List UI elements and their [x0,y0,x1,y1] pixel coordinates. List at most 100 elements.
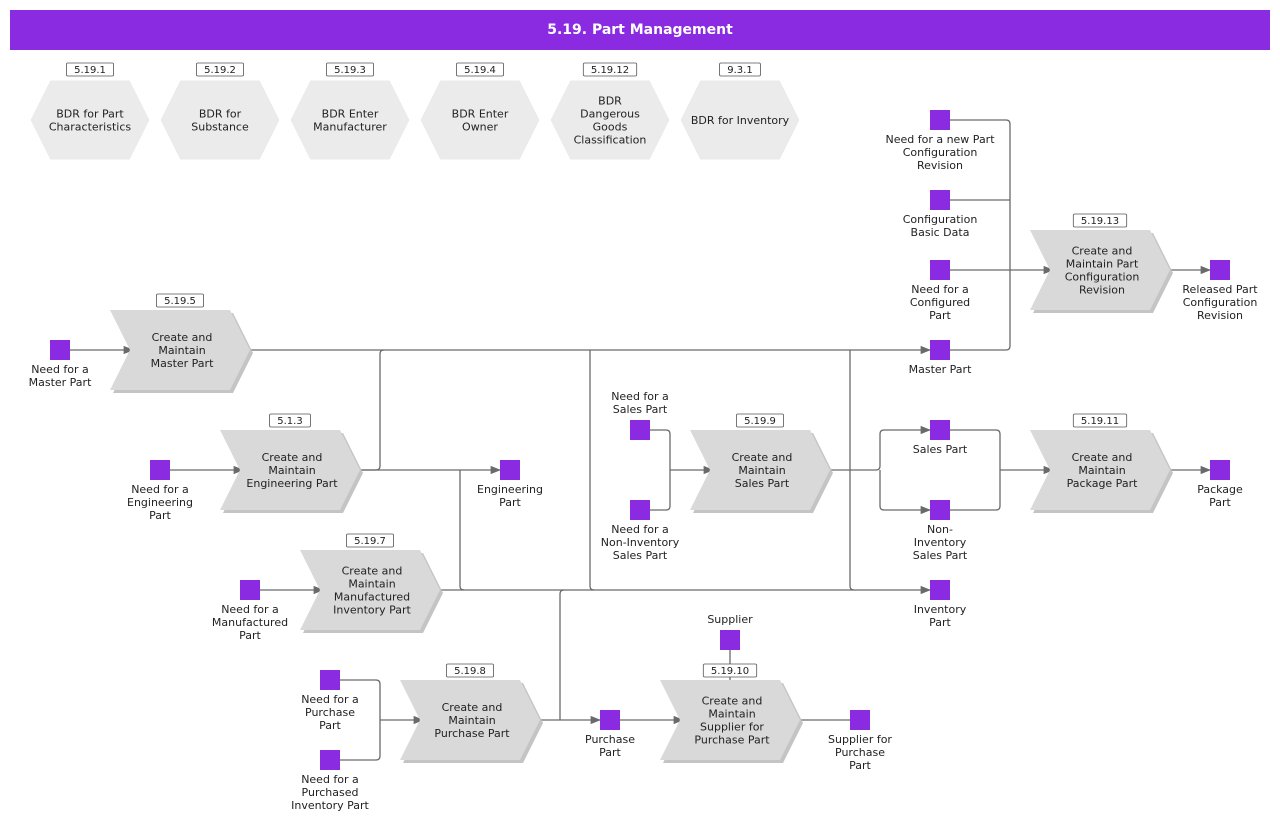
flow-connector [589,350,595,591]
business-rule-id: 5.19.4 [464,65,496,76]
hexagon-shape [289,79,411,161]
process-chevron [300,550,440,630]
event-square [850,710,870,730]
event-square [600,710,620,730]
hexagon-shape [679,79,801,161]
process-id: 5.19.11 [1081,416,1119,427]
hexagon-shape [29,79,151,161]
business-rule-id: 5.19.3 [334,65,366,76]
event-square [630,500,650,520]
process-id: 5.19.8 [454,666,486,677]
event-square [930,340,950,360]
event-square [630,420,650,440]
business-rule-id: 9.3.1 [727,65,752,76]
event-square [930,260,950,280]
event-square [1210,260,1230,280]
event-label: Sales Part [913,443,968,456]
business-rule-id: 5.19.12 [591,65,629,76]
event-square [320,750,340,770]
business-rule-9-3-1[interactable]: BDR for Inventory 9.3.1 [679,62,801,161]
hexagon-shape [419,79,541,161]
hexagon-shape [549,79,671,161]
event-master-part[interactable]: Master Part [909,340,972,376]
event-square [150,460,170,480]
process-id: 5.19.9 [744,416,776,427]
process-id: 5.19.10 [711,666,749,677]
business-rule-id: 5.19.2 [204,65,236,76]
event-square [720,630,740,650]
business-rule-label: BDR for Inventory [691,114,790,127]
flow-connector [459,470,465,591]
event-supplier[interactable]: Supplier [707,613,753,650]
process-id: 5.1.3 [277,416,302,427]
event-sales-part[interactable]: Sales Part [913,420,968,456]
event-square [930,110,950,130]
flow-connector [950,429,1001,511]
event-square [930,500,950,520]
event-label: Supplier [707,613,753,626]
flow-connector [830,425,932,471]
event-square [930,190,950,210]
process-id: 5.19.13 [1081,216,1119,227]
process-chevron [1030,230,1170,310]
flow-connectors [70,119,1212,761]
process-id: 5.19.5 [164,296,196,307]
event-square [930,420,950,440]
flow-connector [360,349,385,471]
event-square [320,670,340,690]
flow-connector [650,429,671,511]
process-chevron [400,680,540,760]
